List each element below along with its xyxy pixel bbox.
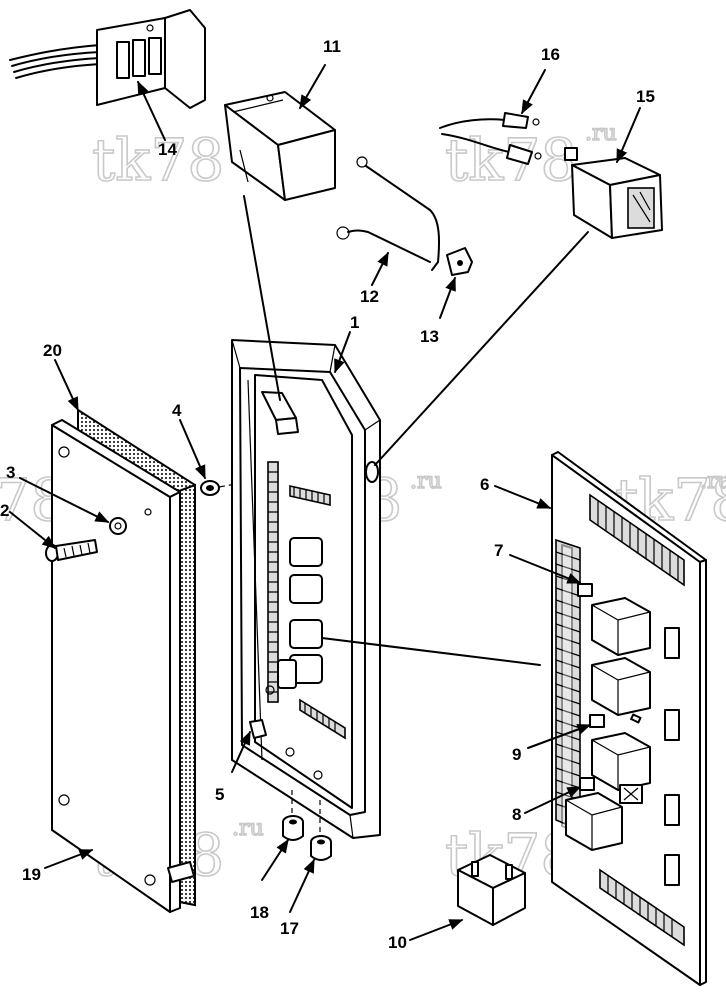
watermark-2: tk78 .ru	[444, 120, 617, 195]
part-1-enclosure	[231, 339, 381, 839]
board-bottom-connector	[599, 868, 685, 947]
part-15-connector	[564, 147, 663, 239]
svg-text:.ru: .ru	[585, 121, 617, 146]
callout-19: 19	[22, 865, 41, 884]
svg-text:.ru: .ru	[232, 816, 264, 841]
explode-lines	[243, 195, 589, 666]
board-terminal-strip	[555, 538, 581, 832]
callout-15: 15	[636, 87, 655, 106]
part-3-washer	[109, 517, 127, 535]
part-11-module	[224, 91, 336, 201]
callout-9: 9	[512, 745, 521, 764]
callout-8: 8	[512, 805, 521, 824]
callout-18: 18	[250, 903, 269, 922]
callout-16: 16	[541, 45, 560, 64]
callout-14: 14	[158, 140, 177, 159]
board-relays	[565, 597, 651, 851]
callout-7: 7	[494, 541, 503, 560]
callout-6: 6	[480, 475, 489, 494]
callout-arrows	[9, 64, 641, 941]
callout-11: 11	[323, 37, 341, 56]
callout-2: 2	[0, 501, 9, 520]
callout-17: 17	[280, 919, 299, 938]
enclosure-terminal-strip	[267, 461, 279, 703]
part-14-terminal-block	[9, 9, 206, 109]
callout-5: 5	[215, 785, 224, 804]
part-17-grommet	[310, 800, 332, 861]
enclosure-top-connector	[289, 485, 331, 506]
callout-13: 13	[420, 327, 439, 346]
callout-3: 3	[6, 463, 15, 482]
svg-text:.ru: .ru	[700, 469, 726, 494]
part-16-wire-terminals	[439, 112, 542, 165]
part-12-wire-bracket	[336, 156, 440, 271]
callout-20: 20	[43, 341, 62, 360]
callout-labels: 11 14 16 15 12 13 1 20 4 3 2 5 6 7 9 8 1…	[0, 37, 655, 952]
enclosure-relays	[277, 537, 323, 689]
part-18-grommet	[282, 790, 304, 841]
enclosure-bottom-connector	[299, 698, 346, 740]
board-connector-pads	[664, 627, 680, 886]
board-small-components	[577, 583, 643, 804]
part-19-cover-plate	[51, 419, 195, 913]
board-top-connector	[589, 493, 685, 587]
svg-text:tk78: tk78	[92, 126, 224, 194]
svg-text:.ru: .ru	[410, 469, 442, 494]
callout-12: 12	[360, 287, 379, 306]
part-13-clip	[446, 247, 473, 276]
part-10-relay	[457, 854, 526, 926]
callout-10: 10	[388, 933, 407, 952]
callout-1: 1	[350, 313, 359, 332]
part-2-screw	[45, 539, 98, 562]
callout-4: 4	[172, 401, 182, 420]
part-6-circuit-board	[551, 451, 707, 986]
